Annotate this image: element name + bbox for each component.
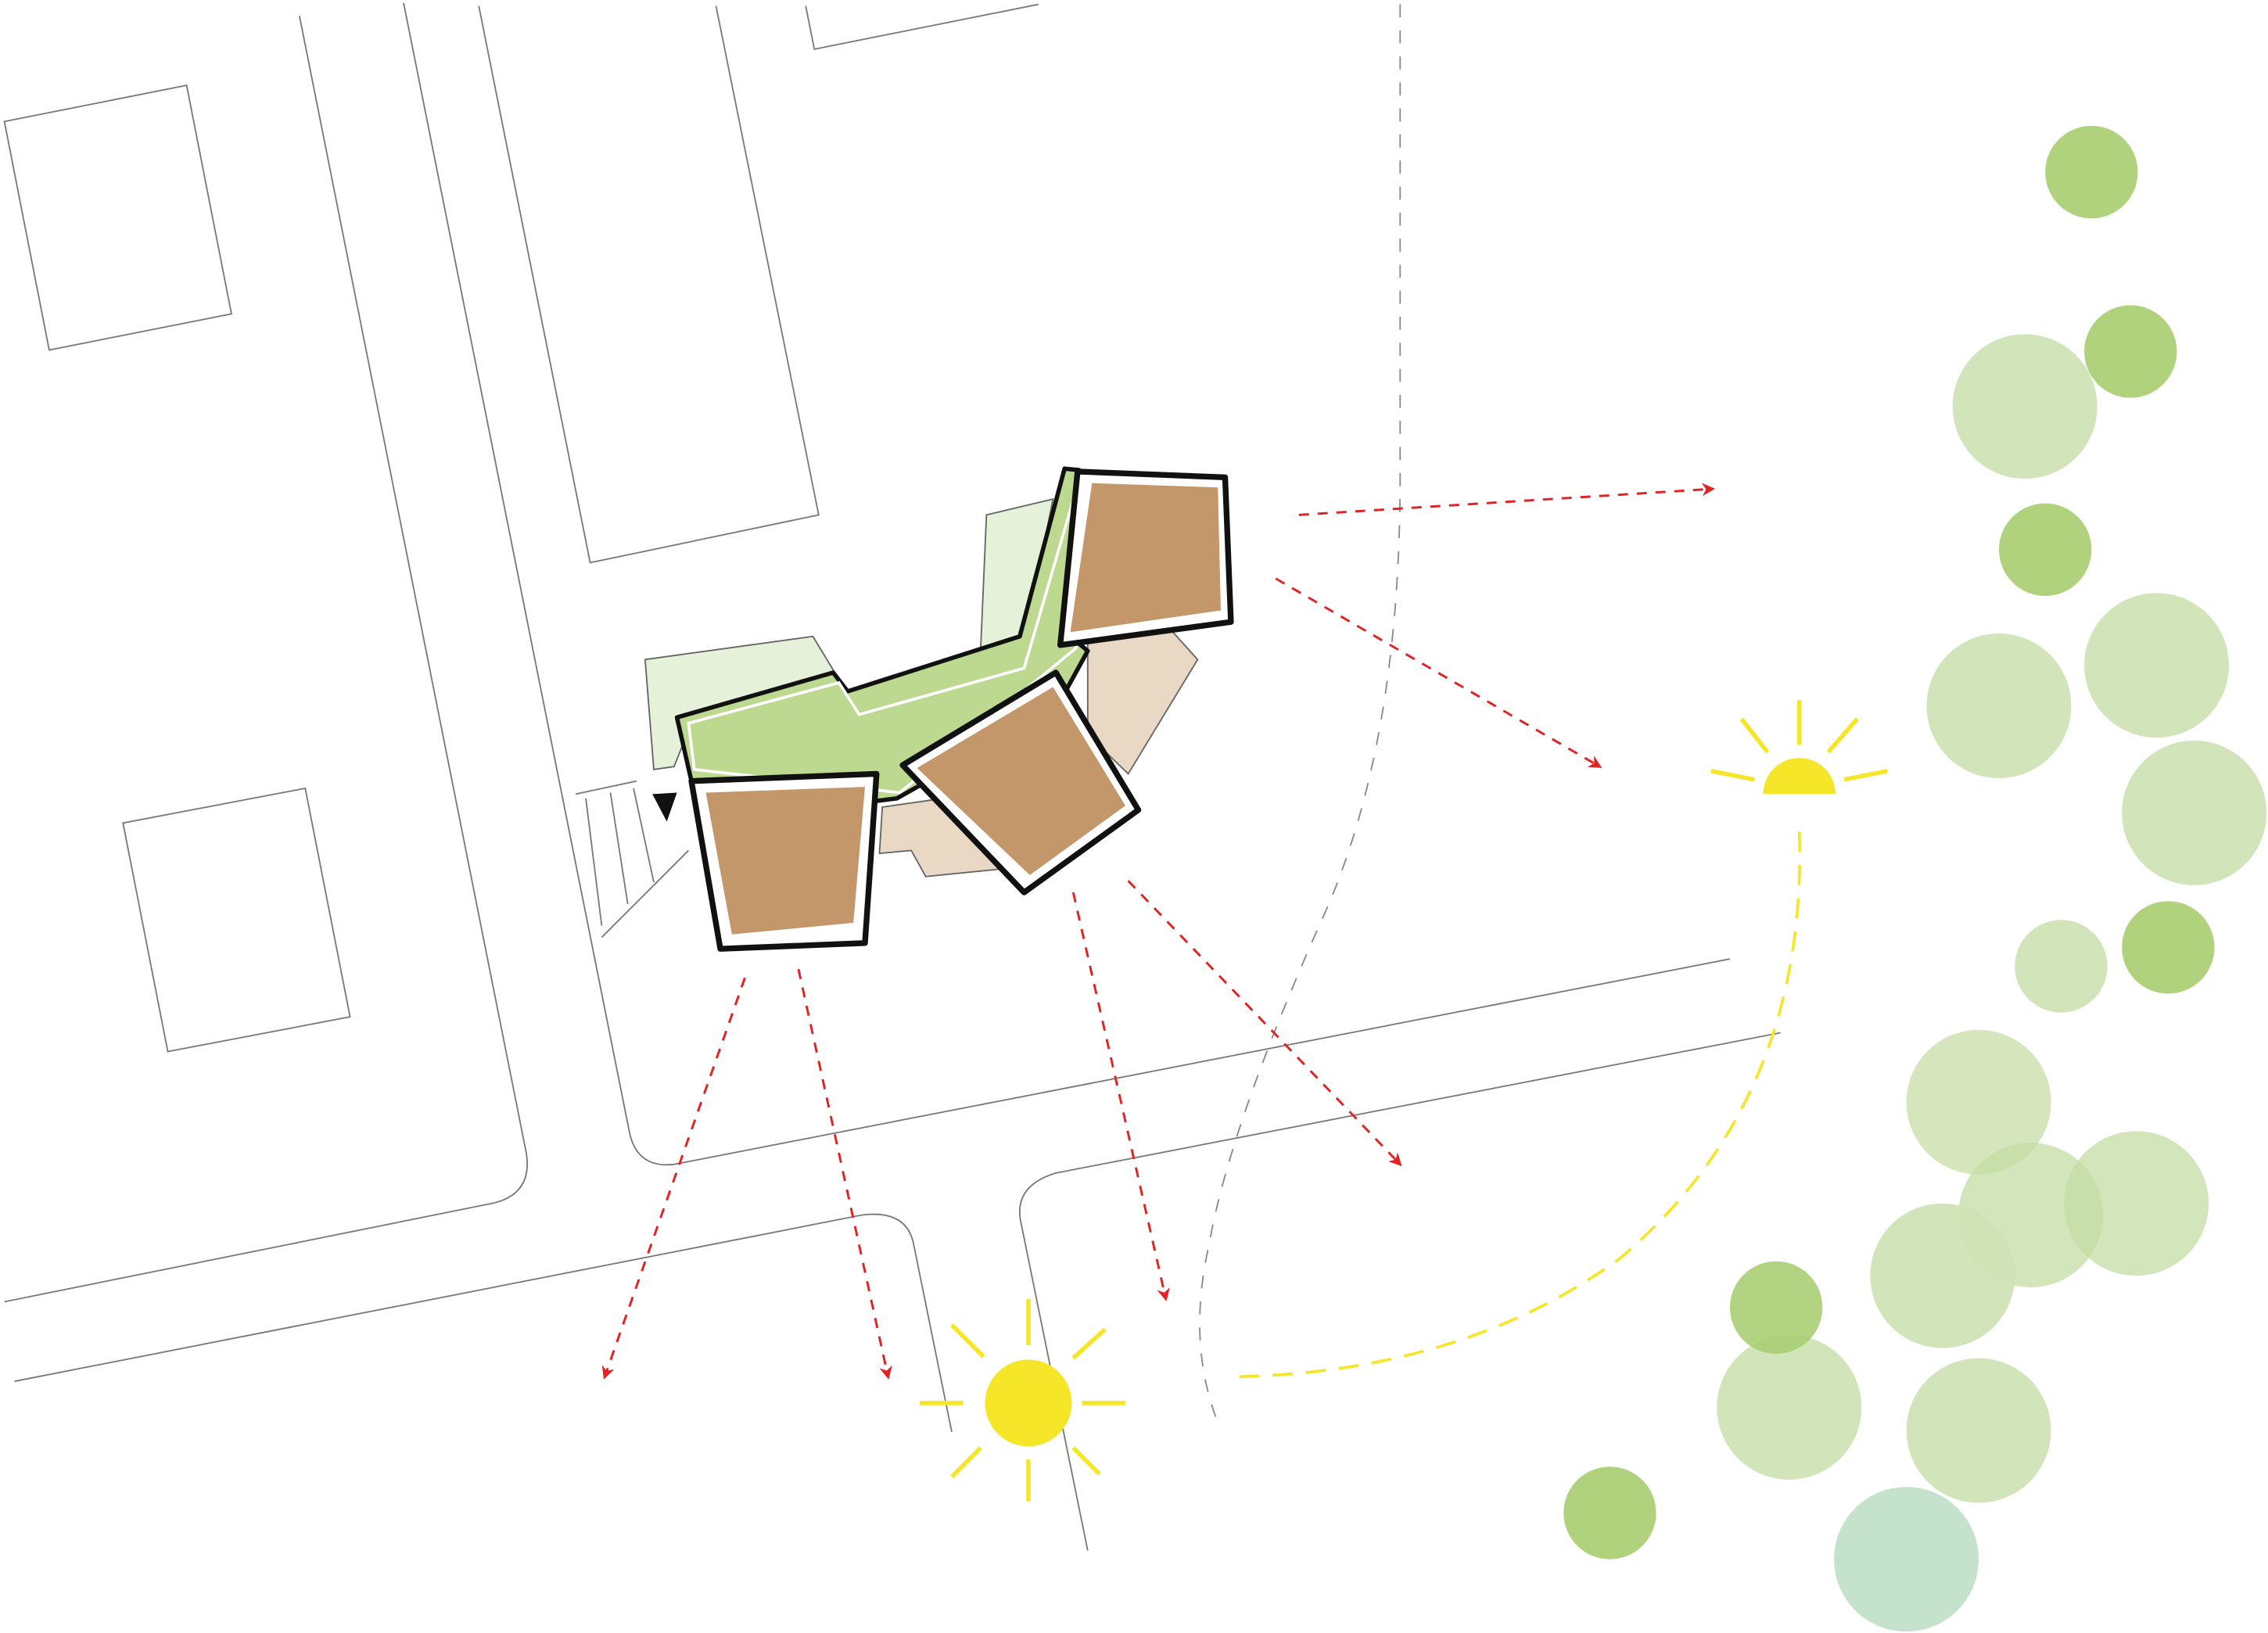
building-north bbox=[1057, 468, 1234, 648]
neighbor-block-top-left bbox=[3, 84, 233, 351]
tree-icon bbox=[1952, 334, 2098, 479]
street-edge-lower-right bbox=[1019, 1032, 1781, 1551]
street-edge-lower bbox=[14, 1213, 953, 1433]
sun-path bbox=[1226, 831, 1802, 1379]
view-arrow-southwest bbox=[601, 977, 746, 1380]
building-center bbox=[899, 669, 1142, 895]
neighbor-block-top bbox=[805, 3, 1039, 50]
entrance-arrow-icon bbox=[652, 792, 677, 822]
dashed-path bbox=[1199, 4, 1401, 1427]
street-edge-left-outer bbox=[4, 16, 529, 1303]
tree-icon bbox=[1906, 1029, 2051, 1175]
street-edge-main-upper bbox=[403, 2, 1731, 1166]
buildings bbox=[688, 468, 1234, 952]
tree-icon bbox=[2122, 901, 2215, 994]
parking-line bbox=[609, 792, 629, 905]
setting-sun-icon bbox=[1710, 700, 1889, 795]
view-arrow-south-east bbox=[1127, 880, 1402, 1167]
parking-line bbox=[585, 798, 603, 926]
tree-icon bbox=[1870, 1203, 2015, 1348]
tree-icon bbox=[1906, 1358, 2051, 1503]
parking-line bbox=[601, 849, 690, 939]
building-southwest bbox=[688, 770, 880, 952]
view-arrow-southeast bbox=[1275, 577, 1602, 768]
view-arrow-south bbox=[1071, 892, 1170, 1302]
neighbor-block-bottom-left bbox=[122, 787, 351, 1053]
tree-icon bbox=[1926, 633, 2072, 778]
tree-icon bbox=[1717, 1335, 1862, 1480]
tree-icon bbox=[1563, 1466, 1656, 1559]
sun-icon bbox=[920, 1298, 1125, 1502]
tree-icon bbox=[2122, 740, 2267, 885]
tree-icon bbox=[1834, 1487, 1979, 1632]
trees bbox=[1563, 125, 2267, 1632]
tree-icon bbox=[1729, 1261, 1823, 1355]
tree-icon bbox=[1998, 503, 2092, 596]
view-arrow-south-west bbox=[797, 968, 892, 1380]
tree-icon bbox=[2084, 305, 2177, 398]
neighbor-block-large bbox=[478, 5, 820, 564]
parking-line bbox=[575, 780, 637, 795]
tree-icon bbox=[2064, 1131, 2209, 1276]
parking-line bbox=[633, 788, 655, 883]
context-linework bbox=[3, 2, 1781, 1551]
tree-icon bbox=[2015, 920, 2108, 1013]
tree-icon bbox=[2084, 593, 2230, 738]
tree-icon bbox=[2045, 125, 2138, 219]
view-arrow-east bbox=[1298, 483, 1716, 516]
view-arrows bbox=[601, 483, 1716, 1380]
